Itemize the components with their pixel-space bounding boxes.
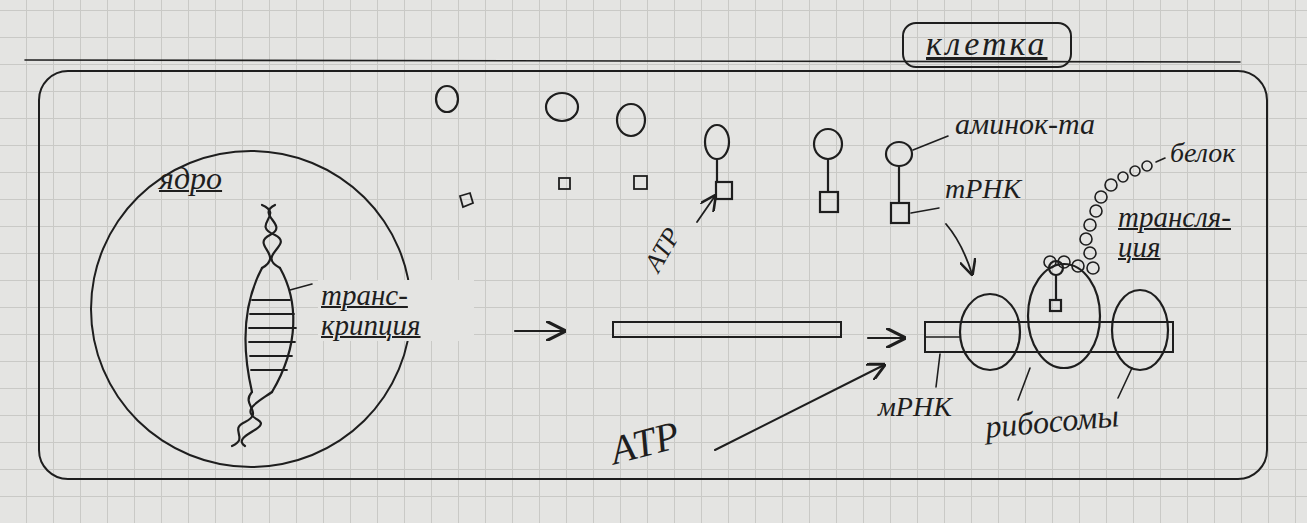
part-label: АТР bbox=[639, 223, 685, 276]
process-label: транс- крипция bbox=[318, 280, 474, 341]
part-label: рибосомы bbox=[984, 399, 1120, 444]
part-label: тРНК bbox=[945, 174, 1021, 203]
cell-title: клетка bbox=[902, 22, 1072, 68]
nucleus-label: ядро bbox=[159, 162, 222, 196]
part-label: мРНК bbox=[878, 392, 952, 421]
process-label: трансля- ция bbox=[1118, 202, 1266, 263]
part-label: АТР bbox=[606, 414, 684, 473]
part-label: белок bbox=[1170, 138, 1235, 167]
part-label: аминок-та bbox=[955, 108, 1095, 140]
